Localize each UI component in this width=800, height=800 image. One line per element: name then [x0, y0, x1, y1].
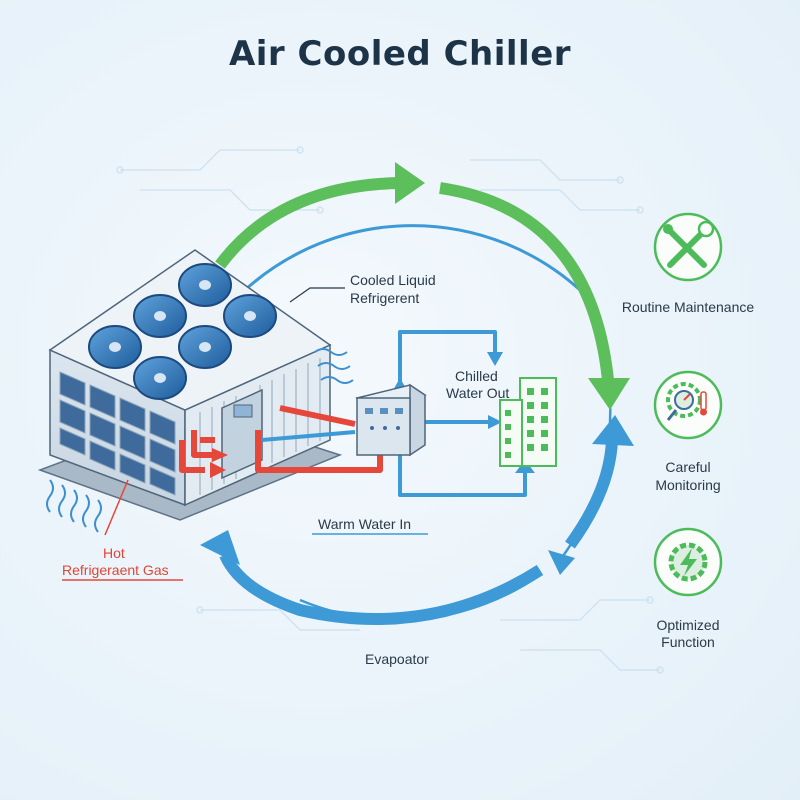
- cooled-liquid-leader-line: [289, 287, 345, 303]
- cooled-liquid-label-line1: Cooled Liquid: [350, 272, 436, 288]
- blue-arrowhead-up: [592, 415, 634, 446]
- green-arrowhead-top: [395, 162, 425, 204]
- inner-loop-green: [243, 224, 582, 292]
- wrench-screwdriver-icon: [653, 212, 723, 282]
- blue-arrowhead-left: [200, 530, 240, 565]
- page-title: Air Cooled Chiller: [228, 34, 572, 74]
- evaporator-box: [355, 383, 427, 457]
- chilled-water-label-line1: Chilled: [455, 368, 498, 384]
- hot-gas-label-line1: Hot: [103, 545, 125, 561]
- hot-gas-leader-line: [104, 479, 129, 536]
- green-cycle-arrow-right: [439, 182, 614, 381]
- evaporator-label: Evapoator: [365, 651, 429, 667]
- circuit-decoration: [116, 146, 664, 674]
- water-pipes: [261, 330, 527, 497]
- green-cycle-arrow-top: [215, 177, 401, 269]
- hot-gas-label-line2: Refrigeraent Gas: [62, 562, 169, 578]
- building-icon: [499, 377, 557, 467]
- optimized-label: Optimized: [656, 617, 720, 633]
- fan-array: [88, 263, 277, 400]
- red-arrowhead: [210, 462, 226, 478]
- chiller-unit: [37, 249, 343, 521]
- blue-cycle-arrow-right: [565, 439, 618, 549]
- gear-gauge-thermometer-icon: [653, 370, 723, 440]
- careful-label: Careful: [665, 459, 711, 475]
- airflow-waves: [46, 348, 354, 533]
- function-label: Function: [661, 634, 715, 650]
- warm-water-in-label: Warm Water In: [318, 516, 412, 532]
- water-arrowhead: [487, 352, 503, 366]
- monitoring-label: Monitoring: [655, 477, 721, 493]
- gear-lightning-icon: [653, 527, 723, 597]
- chilled-water-label-line2: Water Out: [446, 385, 510, 401]
- water-arrowhead: [488, 415, 502, 429]
- hot-refrigerant-pipes: [179, 405, 383, 473]
- green-arrowhead-right: [588, 378, 630, 410]
- routine-maintenance-label: Routine Maintenance: [621, 299, 755, 315]
- red-arrowhead: [212, 448, 228, 462]
- cooled-liquid-label-line2: Refrigerent: [350, 290, 420, 306]
- blue-arrowhead-down: [548, 550, 575, 575]
- blue-cycle-arrow-bottom: [219, 552, 544, 625]
